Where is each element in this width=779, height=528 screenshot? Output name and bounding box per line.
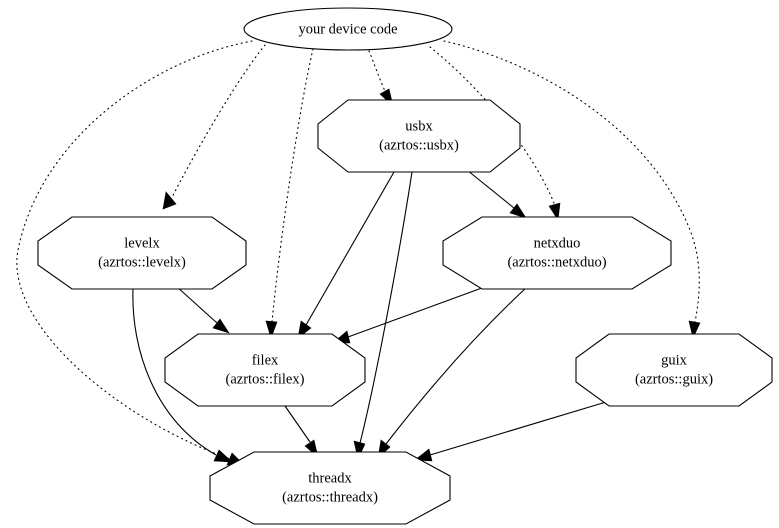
node-label-line1: levelx [124,235,160,251]
node-shape-octagon[interactable] [209,451,451,525]
edge-device-to-usbx [368,50,394,107]
arrow-head [509,203,527,219]
arrow-head [212,318,230,334]
node-label-line1: netxduo [534,235,581,251]
edge-path [443,40,700,323]
edge-path [132,288,217,456]
node-device[interactable]: your device code [243,7,453,51]
node-shape-octagon[interactable] [37,216,247,290]
edge-path [461,165,515,209]
edge-device-to-netxduo [429,46,561,221]
node-label-line1: usbx [405,118,433,134]
edge-levelx-to-threadx [132,288,233,463]
arrow-head [688,320,701,339]
node-guix[interactable]: guix (azrtos::guix) [575,333,773,407]
arrow-head [414,448,433,462]
node-shape-ellipse[interactable] [243,7,453,51]
node-shape-octagon[interactable] [442,216,672,290]
edge-path [347,284,491,338]
node-shape-octagon[interactable] [575,333,773,407]
edge-group-dotted [16,40,701,466]
edge-usbx-to-netxduo [461,165,527,219]
edge-path [359,171,413,444]
node-threadx[interactable]: threadx (azrtos::threadx) [209,451,451,525]
arrow-head [162,191,177,210]
arrow-head [213,449,233,463]
edge-levelx-to-filex [175,285,230,334]
node-label-line1: filex [252,352,279,368]
node-label-line2: (azrtos::guix) [635,371,713,387]
node-levelx[interactable]: levelx (azrtos::levelx) [37,216,247,290]
edge-path [305,171,395,326]
edge-path [368,50,386,92]
edge-device-to-filex [265,48,314,339]
arrow-head [265,320,278,339]
node-label-line1: your device code [298,21,397,37]
edge-path [429,401,607,456]
node-label-line2: (azrtos::filex) [226,371,305,387]
node-label-line2: (azrtos::levelx) [98,254,186,270]
node-label-line1: threadx [308,470,352,486]
node-shape-octagon[interactable] [317,99,521,173]
edge-guix-to-threadx [414,401,607,462]
arrow-head [548,202,561,221]
edge-usbx-to-filex [297,171,395,339]
edge-netxduo-to-filex [332,284,491,344]
edge-filex-to-threadx [284,405,319,458]
node-label-line1: guix [661,352,688,368]
edge-usbx-to-threadx [353,171,413,460]
node-shape-octagon[interactable] [164,333,366,407]
edge-device-to-guix [443,40,701,339]
edge-path [16,40,253,460]
edge-path [284,405,311,443]
edge-path [271,48,314,323]
edge-path [175,285,218,324]
node-netxduo[interactable]: netxduo (azrtos::netxduo) [442,216,672,290]
edge-path [385,286,528,445]
edge-device-to-levelx [162,44,266,210]
edge-group-solid [132,165,607,463]
node-label-line2: (azrtos::netxduo) [507,254,606,270]
node-usbx[interactable]: usbx (azrtos::usbx) [317,99,521,173]
edge-path [167,44,266,206]
node-label-line2: (azrtos::usbx) [379,137,459,153]
node-filex[interactable]: filex (azrtos::filex) [164,333,366,407]
node-label-line2: (azrtos::threadx) [282,489,378,505]
